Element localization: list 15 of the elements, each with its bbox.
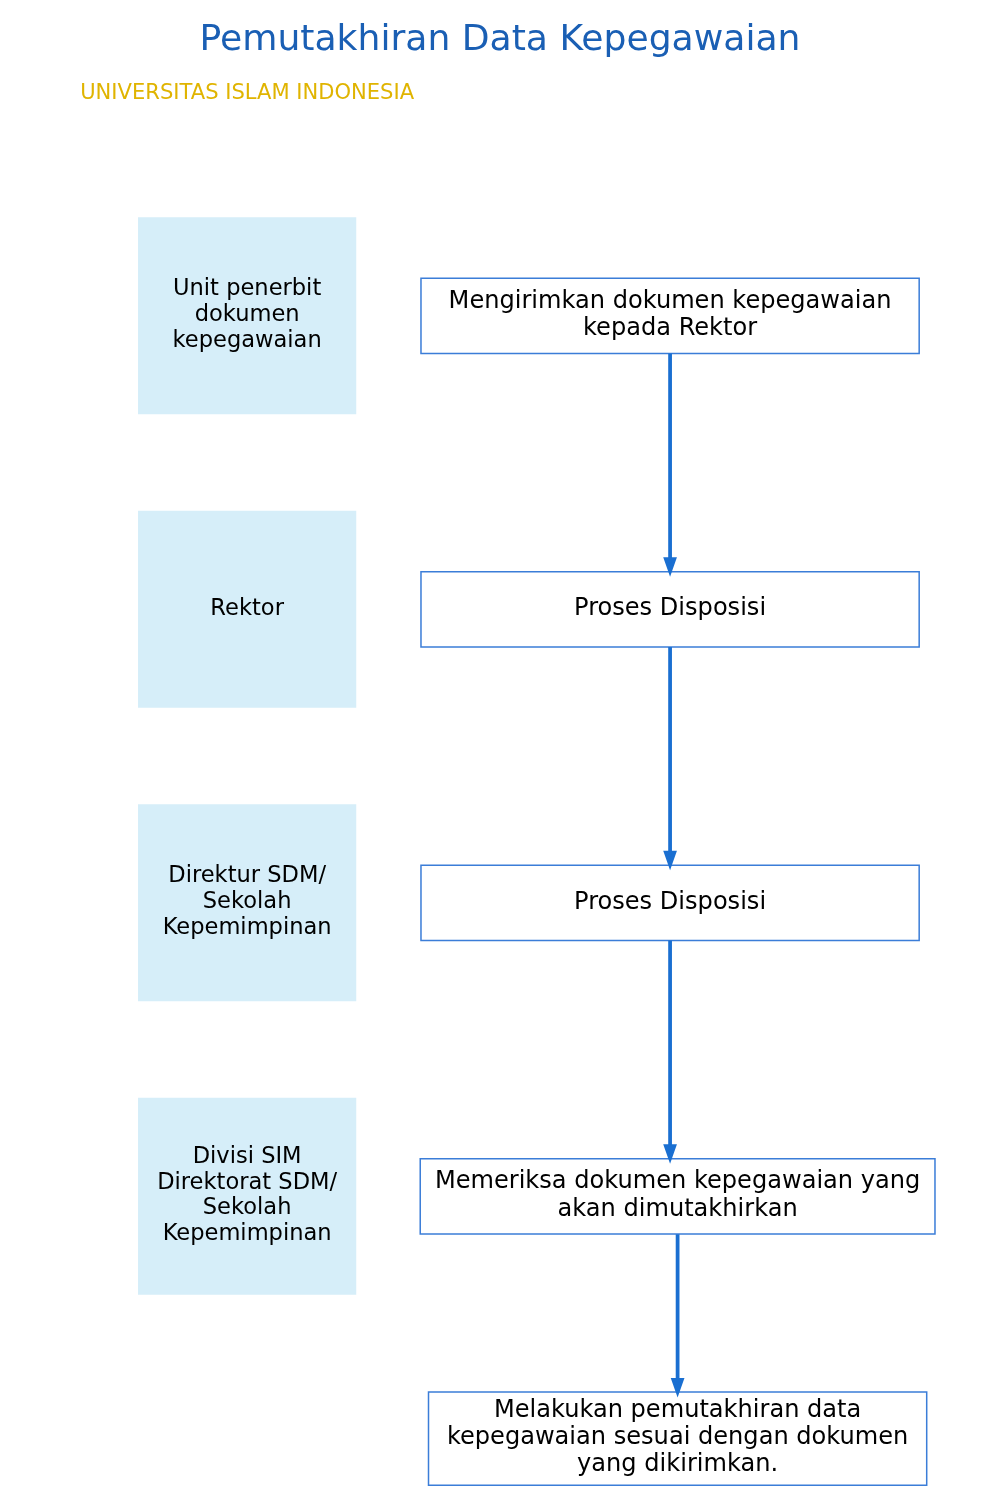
node-box: Proses Disposisi: [420, 570, 920, 648]
node-box: Rektor: [138, 510, 357, 708]
arrow: [663, 353, 677, 577]
node-box: Melakukan pemutakhiran data kepegawaian sesuai dengan dokumen yang dikirimkan.: [427, 1391, 928, 1486]
arrow: [670, 1234, 685, 1398]
node-box: Memeriksa dokumen kepegawaian yang akan dimutakhirkan: [419, 1157, 936, 1235]
node-box: Unit penerbit dokumen kepegawaian: [138, 217, 357, 415]
arrow: [663, 940, 677, 1164]
diagram-title: Pemutakhiran Data Kepegawaian: [199, 15, 801, 59]
node-box: Mengirimkan dokumen kepegawaian kepada Rektor: [420, 277, 920, 355]
arrow: [663, 647, 677, 871]
node-box: Divisi SIM Direktorat SDM/ Sekolah Kepemimpinan: [138, 1097, 357, 1295]
node-box: Proses Disposisi: [420, 864, 920, 942]
label: UNIVERSITAS ISLAM INDONESIA: [80, 78, 415, 104]
node-box: Direktur SDM/ Sekolah Kepemimpinan: [138, 804, 357, 1002]
